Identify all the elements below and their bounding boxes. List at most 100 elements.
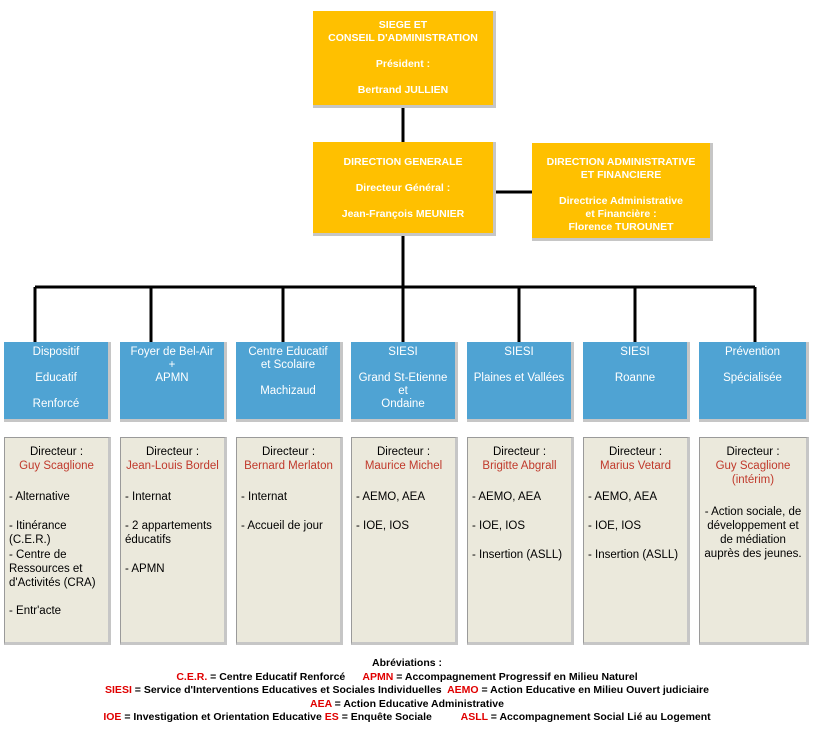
legend-abbr: ES [324, 711, 339, 723]
unit-detail-box: Directeur : Guy Scaglione (intérim) - Actio… [699, 437, 809, 645]
unit-title-line [699, 359, 806, 372]
unit-title-line: et [398, 385, 408, 397]
director-label: Directeur : [492, 446, 547, 458]
legend-definition: = Action Educative en Milieu Ouvert judi… [478, 684, 709, 696]
unit-title-line [583, 359, 687, 372]
unit-title-line [467, 359, 571, 372]
unit-item: - Itinérance (C.E.R.) [9, 520, 67, 546]
legend-abbr: APMN [362, 670, 394, 683]
unit-item: - AEMO, AEA [472, 491, 542, 503]
director-name: Brigitte Abgrall [482, 460, 557, 472]
unit-item: - AEMO, AEA [356, 491, 426, 503]
legend-abbr: C.E.R. [176, 670, 208, 683]
legend-abbr: AEMO [447, 684, 479, 696]
legend-row: C.E.R. = Centre Educatif Renforcé APMN =… [0, 671, 814, 685]
unit-title-box: Dispositif Educatif Renforcé [4, 342, 111, 422]
unit-item: - IOE, IOS [472, 520, 526, 532]
unit-title-line [236, 372, 340, 385]
director-name: Guy Scaglione [19, 460, 94, 472]
director-name: Guy Scaglione [715, 460, 791, 472]
unit-item: - Centre de Ressources et d'Activités (C… [9, 549, 96, 589]
daf-label-line2: et Financière : [585, 208, 657, 220]
director-name: Marius Vetard [600, 460, 671, 472]
daf-name: Florence TUROUNET [568, 221, 674, 233]
unit-title-line: SIESI [504, 346, 534, 358]
legend-definition: = Service d'Interventions Educatives et … [131, 684, 448, 696]
siege-box: SIEGE ET CONSEIL D'ADMINISTRATION Présid… [313, 11, 496, 108]
unit-title-line: et Scolaire [260, 359, 316, 371]
unit-title-box: SIESI Roanne [583, 342, 690, 422]
daf-label-line1: Directrice Administrative [559, 195, 683, 207]
director-label: Directeur : [145, 446, 200, 458]
unit-title-line: Roanne [614, 372, 656, 384]
unit-detail-box: Directeur :Guy Scaglione- Alternative- I… [4, 437, 111, 645]
director-label: Directeur : [726, 446, 780, 458]
director-name: Jean-Louis Bordel [126, 460, 219, 472]
daf-title-line2: ET FINANCIERE [580, 169, 662, 181]
unit-title-line [351, 359, 455, 372]
unit-title-line: Grand St-Etienne [358, 372, 448, 384]
unit-title-box: SIESI Plaines et Vallées [467, 342, 574, 422]
unit-item: - Action sociale, de développement et de… [704, 506, 802, 560]
siege-title-line1: SIEGE ET [378, 19, 428, 31]
unit-title-line: + [168, 359, 176, 371]
unit-title-line: Machizaud [260, 385, 316, 397]
unit-item: - Insertion (ASLL) [472, 549, 563, 561]
legend-definition: = Enquête Sociale [338, 711, 461, 723]
legend-abbr: SIESI [105, 684, 132, 696]
legend-definition: = Accompagnement Progressif en Milieu Na… [393, 670, 638, 683]
unit-title-line: Foyer de Bel-Air [130, 346, 214, 358]
director-name: Bernard Merlaton [244, 460, 333, 472]
unit-item: - 2 appartements éducatifs [125, 520, 212, 546]
director-label: Directeur : [608, 446, 663, 458]
president-name: Bertrand JULLIEN [357, 84, 449, 96]
unit-item: - AEMO, AEA [588, 491, 658, 503]
director-name: (intérim) [731, 474, 775, 486]
unit-title-line [4, 385, 108, 398]
unit-item: - Accueil de jour [241, 520, 323, 532]
unit-item: - APMN [125, 563, 165, 575]
unit-item: - IOE, IOS [588, 520, 642, 532]
unit-title-line: Prévention [725, 346, 780, 358]
unit-title-line: APMN [155, 372, 189, 384]
abbreviations-legend: Abréviations : C.E.R. = Centre Educatif … [0, 657, 814, 729]
dg-label: Directeur Général : [355, 182, 451, 194]
unit-title-line: Plaines et Vallées [473, 372, 565, 384]
unit-item: - Internat [125, 491, 172, 503]
unit-detail-box: Directeur : Brigitte Abgrall - AEMO, AEA - … [467, 437, 574, 645]
direction-generale-box: DIRECTION GENERALE Directeur Général : J… [313, 142, 496, 236]
daf-title-line1: DIRECTION ADMINISTRATIVE [546, 156, 696, 168]
legend-row: AEA = Action Educative Administrative [0, 698, 814, 712]
unit-title-line: SIESI [620, 346, 650, 358]
president-label: Président : [375, 58, 431, 70]
dg-title: DIRECTION GENERALE [343, 156, 463, 168]
unit-item: - Alternative [9, 491, 70, 503]
legend-abbr: ASLL [460, 711, 488, 723]
unit-detail-box: Directeur :Bernard Merlaton- Internat- A… [236, 437, 343, 645]
unit-title-line: SIESI [388, 346, 418, 358]
legend-row: IOE = Investigation et Orientation Educa… [0, 711, 814, 725]
unit-title-line: Dispositif [32, 346, 80, 358]
unit-detail-box: Directeur : Jean-Louis Bordel - Internat - … [120, 437, 227, 645]
siege-title-line2: CONSEIL D'ADMINISTRATION [328, 32, 478, 44]
unit-title-box: Foyer de Bel-Air+APMN [120, 342, 227, 422]
daf-box: DIRECTION ADMINISTRATIVE ET FINANCIERE D… [532, 143, 713, 241]
dg-name: Jean-François MEUNIER [341, 208, 465, 220]
legend-definition: = Investigation et Orientation Educative [121, 711, 325, 723]
legend-definition: = Centre Educatif Renforcé [207, 670, 363, 683]
director-label: Directeur : [376, 446, 431, 458]
unit-item: - Insertion (ASLL) [588, 549, 679, 561]
legend-definition: = Action Educative Administrative [331, 697, 504, 710]
unit-title-box: Prévention Spécialisée [699, 342, 809, 422]
unit-item: - IOE, IOS [356, 520, 410, 532]
legend-row: SIESI = Service d'Interventions Educativ… [0, 684, 814, 698]
unit-title-line [4, 359, 108, 372]
director-label: Directeur : [261, 446, 316, 458]
unit-title-line: Spécialisée [723, 372, 782, 384]
unit-detail-box: Directeur : Marius Vetard - AEMO, AEA - IOE… [583, 437, 690, 645]
unit-title-line: Educatif [35, 372, 77, 384]
unit-title-line: Renforcé [32, 398, 80, 410]
